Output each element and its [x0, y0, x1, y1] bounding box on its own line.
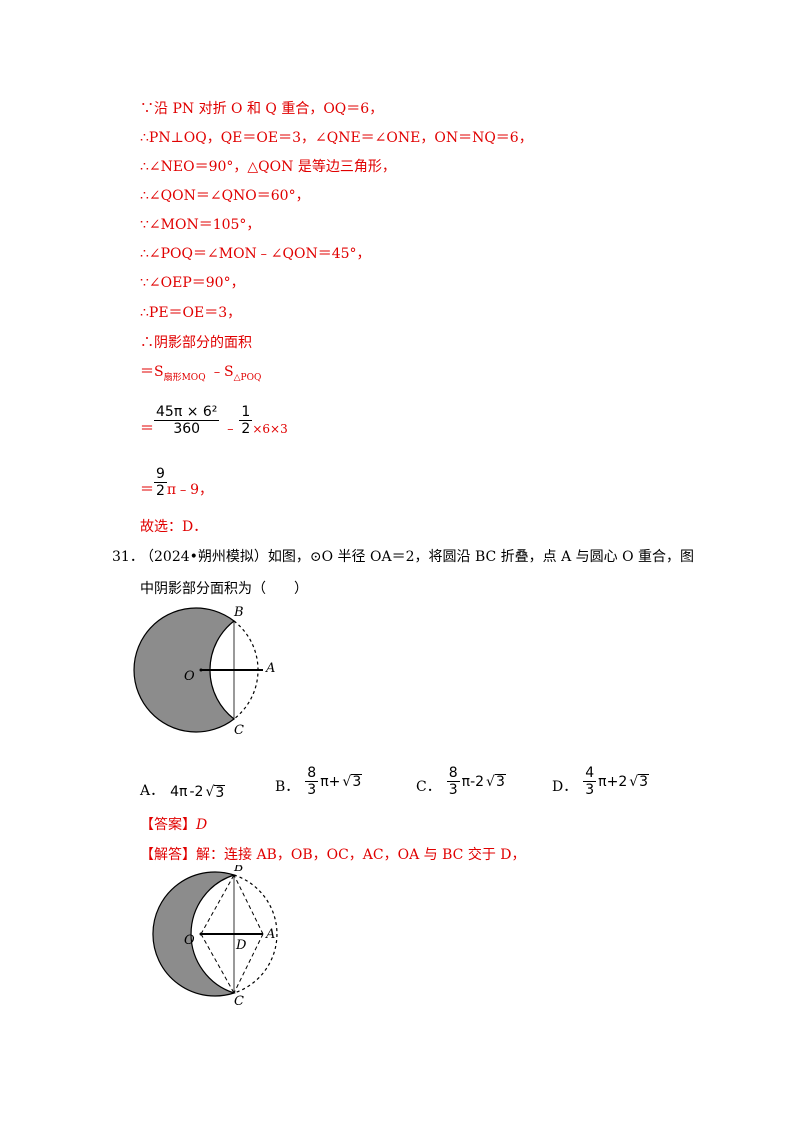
- fraction-nine-halves: 9 2: [154, 466, 167, 499]
- solution-line-7: ∵∠OEP＝90°，: [140, 275, 245, 291]
- shaded-crescent: [133, 607, 235, 733]
- question-text-line2: 中阴影部分面积为（ ）: [140, 581, 308, 597]
- sqrt-icon: √3: [342, 773, 363, 790]
- segment-ab: [233, 874, 264, 935]
- sqrt-icon: √3: [486, 773, 506, 790]
- label-o: O: [184, 669, 195, 684]
- solution-line-2: ∴PN⊥OQ，QE＝OE＝3，∠QNE＝∠ONE，ON＝NQ＝6，: [140, 130, 533, 146]
- solution-line-1: ∵沿 PN 对折 O 和 Q 重合，OQ＝6，: [140, 101, 384, 117]
- label-c: C: [234, 994, 244, 1005]
- result-expression: ＝ 9 2 π﹣9，: [140, 466, 214, 499]
- area-expression: ＝S扇形MOQ ﹣S△POQ: [140, 364, 262, 383]
- solution-line-3: ∴∠NEO＝90°，△QON 是等边三角形，: [140, 159, 396, 175]
- segment-ac: [233, 933, 264, 994]
- conclusion: 故选：D．: [140, 519, 208, 535]
- sqrt-icon: √3: [629, 773, 650, 790]
- folded-circle-figure: B C O A: [133, 605, 275, 738]
- label-a: A: [265, 927, 275, 942]
- question-text-line1: （2024•朔州模拟）如图，⊙O 半径 OA＝2，将圆沿 BC 折叠，点 A 与…: [140, 549, 695, 565]
- shaded-crescent: [152, 871, 236, 997]
- label-b: B: [233, 605, 244, 620]
- dashed-arc: [233, 874, 278, 994]
- label-c: C: [234, 723, 244, 738]
- segment-ob: [200, 874, 235, 935]
- solution-line-8: ∴PE＝OE＝3，: [140, 305, 242, 321]
- solution-figure: B C O A D: [152, 865, 278, 1005]
- calc-expression: ＝ 45π × 6² 360 ﹣ 1 2 ×6×3: [140, 403, 288, 438]
- fraction-half: 1 2: [239, 403, 253, 437]
- answer-line: 【答案】D: [140, 817, 208, 833]
- label-b: B: [233, 865, 244, 875]
- solution-line-4: ∴∠QON＝∠QNO＝60°，: [140, 188, 310, 204]
- solution-line-5: ∵∠MON＝105°，: [140, 217, 261, 233]
- label-a: A: [265, 661, 275, 676]
- segment-oc: [200, 933, 235, 994]
- fraction-sector: 45π × 6² 360: [154, 403, 220, 437]
- label-o: O: [184, 933, 195, 948]
- analysis-line: 【解答】解：连接 AB，OB，OC，AC，OA 与 BC 交于 D，: [140, 847, 526, 863]
- solution-line-9: ∴阴影部分的面积: [140, 335, 252, 351]
- question-number: 31．: [112, 549, 144, 565]
- solution-line-6: ∴∠POQ＝∠MON﹣∠QON＝45°，: [140, 246, 371, 262]
- label-d: D: [235, 938, 247, 953]
- option-a[interactable]: A． 4π-2 √3: [140, 783, 226, 801]
- sqrt-icon: √3: [205, 784, 226, 801]
